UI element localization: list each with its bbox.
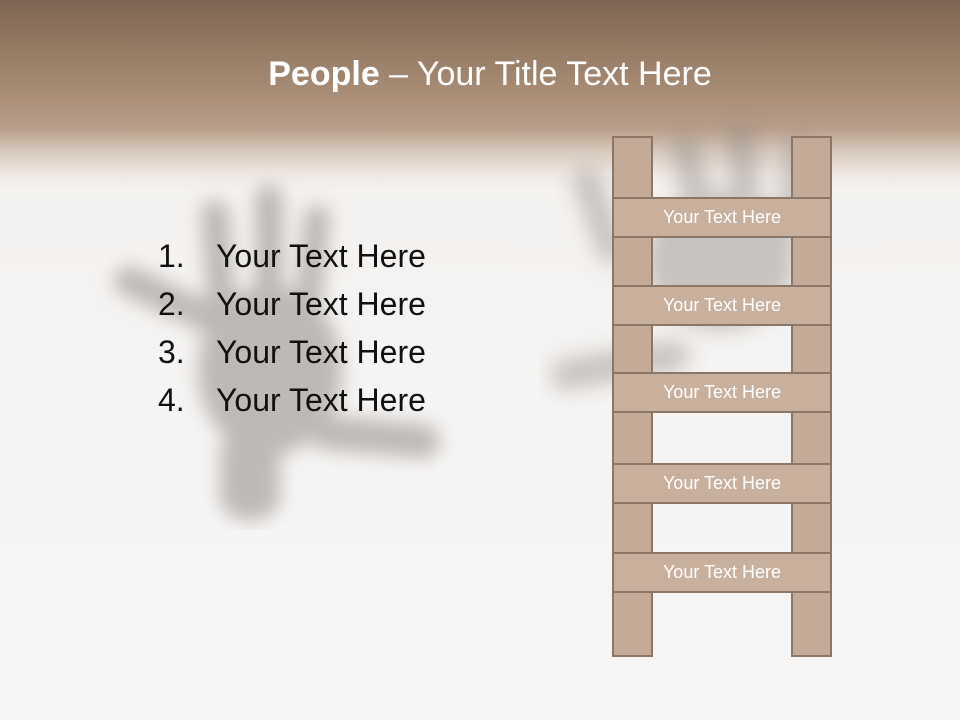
blurred-hand-left-image: [114, 185, 440, 520]
list-item: 3. Your Text Here: [158, 328, 426, 376]
title-rest-part: – Your Title Text Here: [379, 55, 712, 93]
ladder-rung-1: Your Text Here: [612, 197, 832, 238]
list-number: 2.: [158, 286, 185, 322]
list-item: 2. Your Text Here: [158, 280, 426, 328]
title-bold-part: People: [268, 55, 380, 93]
ladder-rung-2: Your Text Here: [612, 285, 832, 326]
list-text: Your Text Here: [216, 286, 426, 322]
list-number: 4.: [158, 382, 185, 418]
ladder-rung-4: Your Text Here: [612, 463, 832, 504]
list-number: 1.: [158, 238, 185, 274]
list-number: 3.: [158, 334, 185, 370]
ladder-rung-3: Your Text Here: [612, 372, 832, 413]
list-text: Your Text Here: [216, 334, 426, 370]
list-item: 4. Your Text Here: [158, 376, 426, 424]
list-item: 1. Your Text Here: [158, 232, 426, 280]
list-text: Your Text Here: [216, 382, 426, 418]
list-text: Your Text Here: [216, 238, 426, 274]
numbered-list: 1. Your Text Here 2. Your Text Here 3. Your…: [158, 232, 426, 424]
ladder-rung-5: Your Text Here: [612, 552, 832, 593]
slide-title: People – Your Title Text Here: [0, 52, 960, 96]
